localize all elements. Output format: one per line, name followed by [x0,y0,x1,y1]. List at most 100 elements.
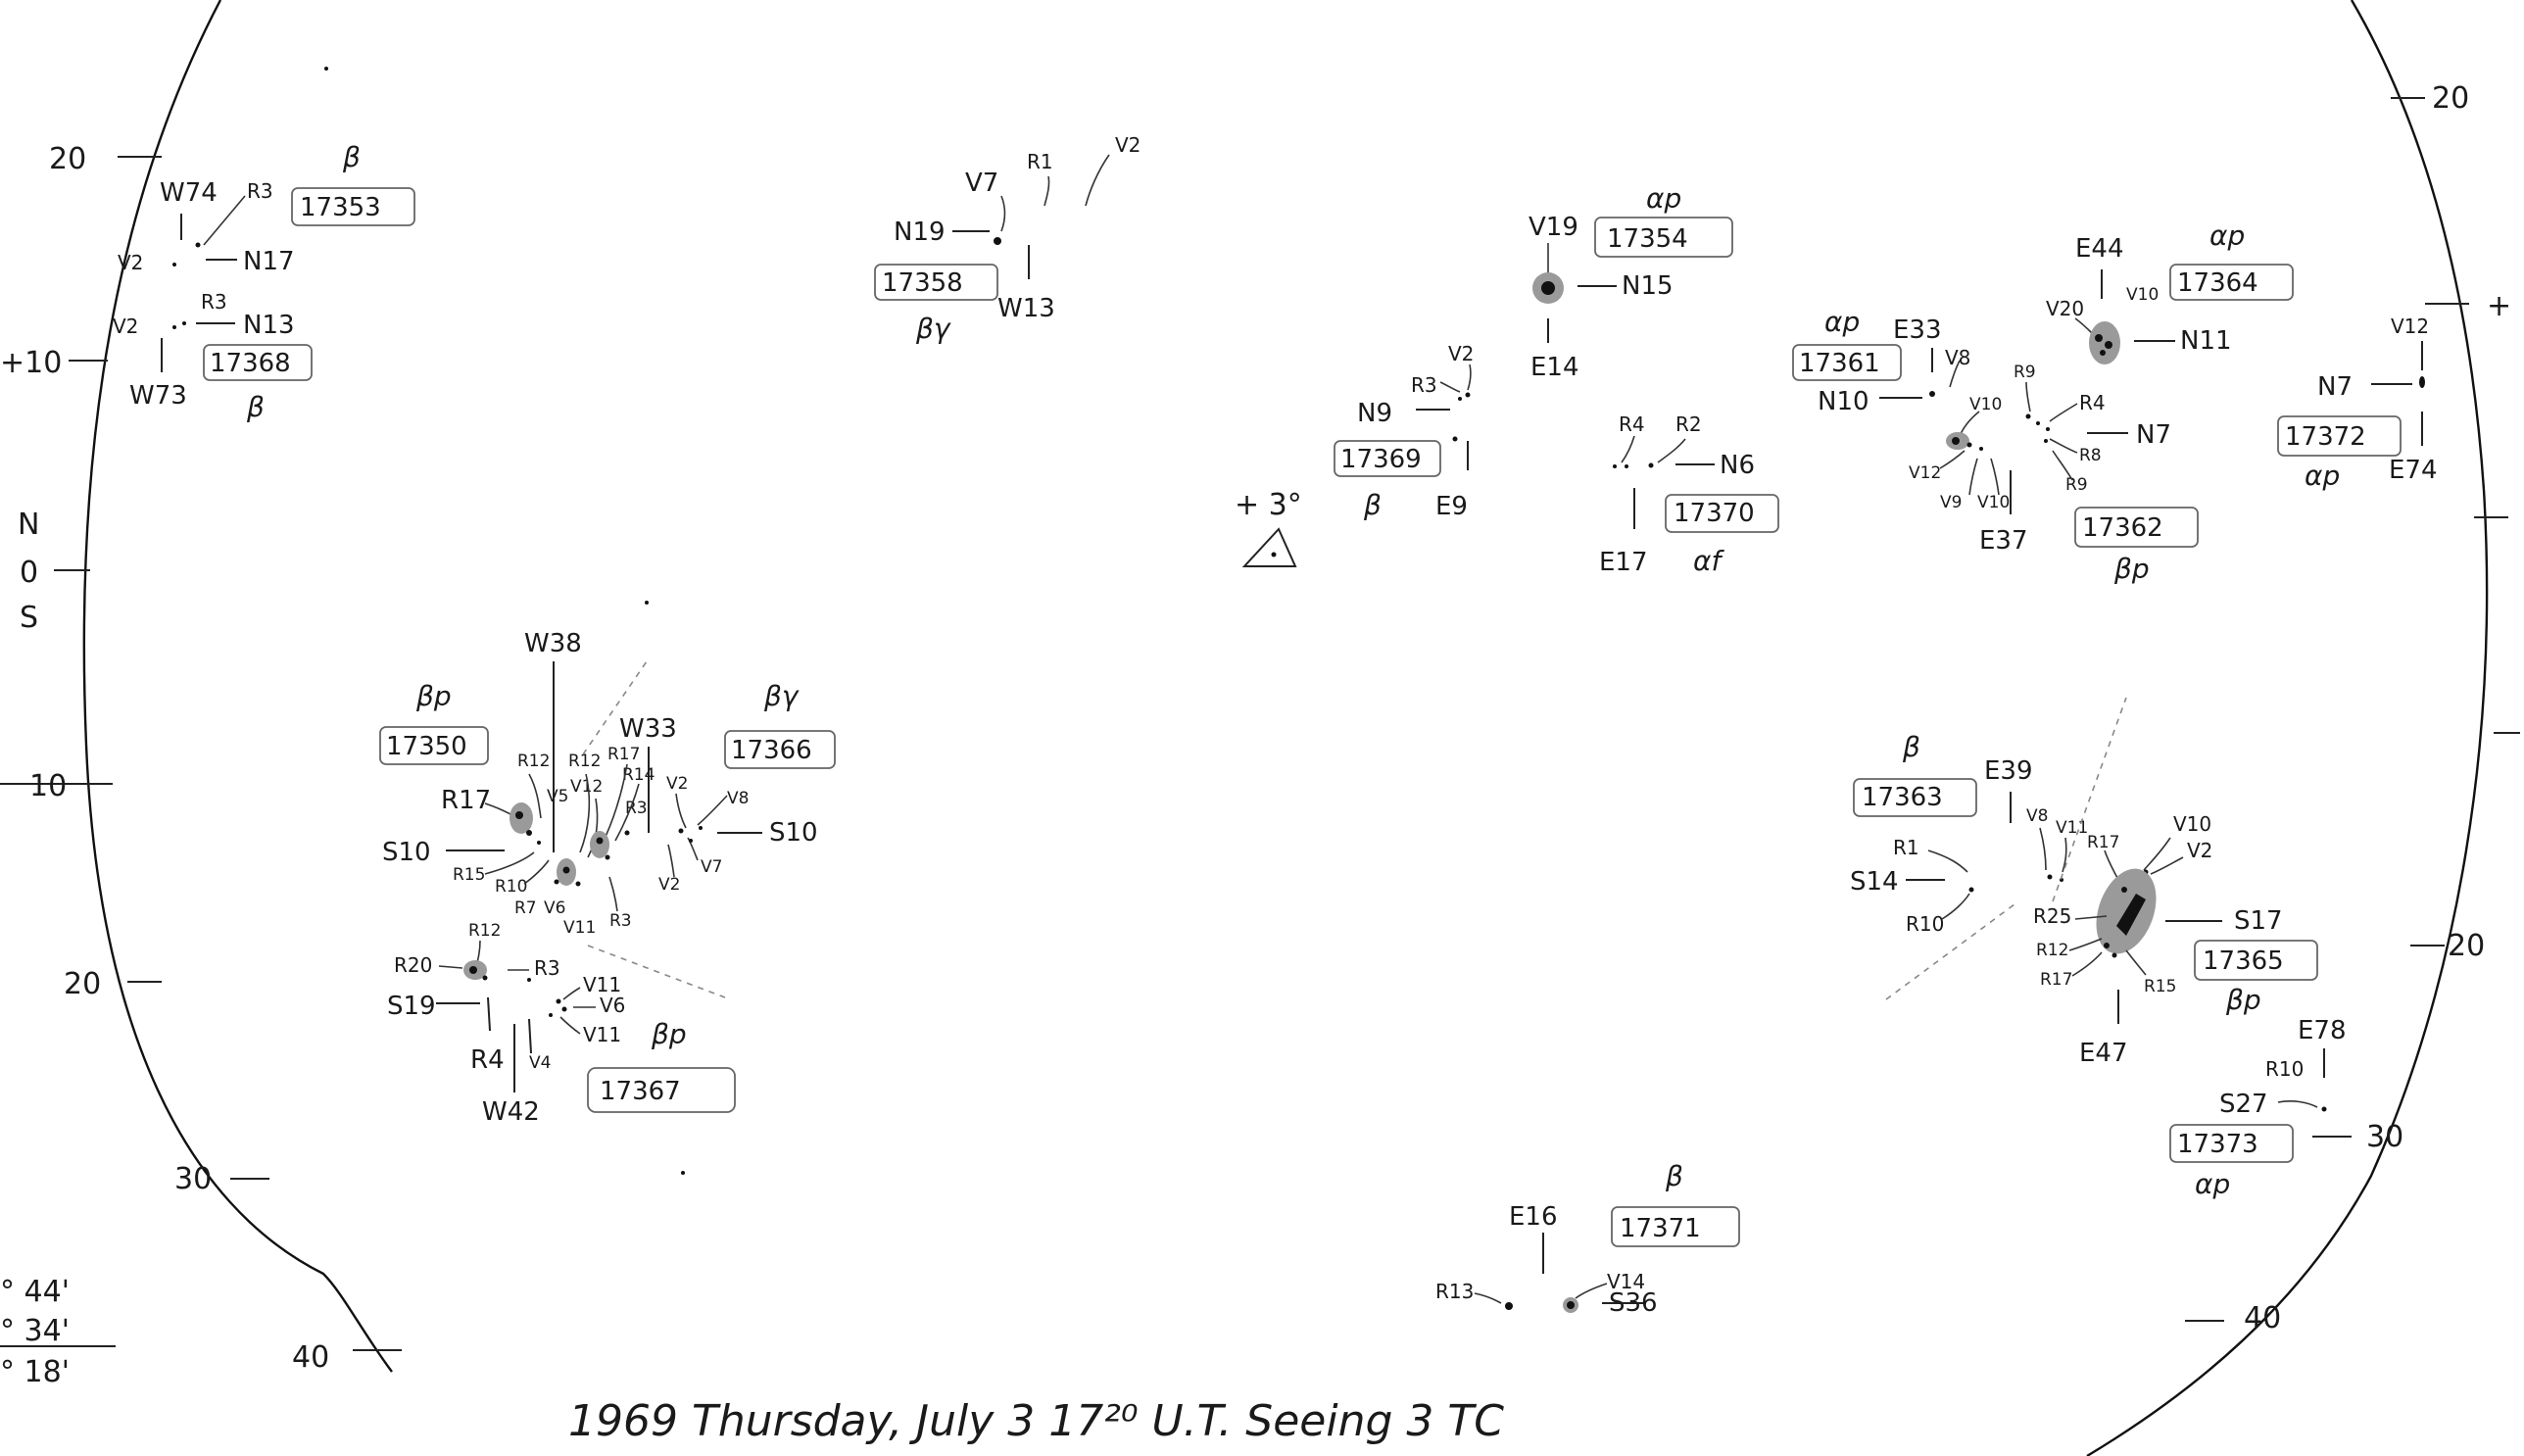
label-w38: W38 [524,629,582,658]
class-17365: βp [2225,984,2261,1016]
label-r15: R15 [453,865,485,885]
region-17353: β 17353 W74 R3 V2 N17 [118,141,415,276]
label-e39: E39 [1984,756,2033,786]
label-r3: R3 [247,179,273,203]
label-r15: R15 [2144,977,2176,996]
label-v10-17362: V10 [1969,395,2002,414]
label-r17b-17365: R17 [2040,970,2072,990]
label-r12-17365: R12 [2036,941,2068,960]
label-n19: N19 [894,218,946,247]
class-17373: αp [2195,1168,2230,1200]
left-scale-20-top: 20 [49,142,86,176]
footer-caption: 1969 Thursday, July 3 17²⁰ U.T. Seeing 3… [568,1396,1504,1446]
solar-limb-left [82,0,393,1373]
label-r3-17367: R3 [534,956,560,980]
label-s27: S27 [2219,1090,2268,1119]
label-s17: S17 [2234,906,2283,936]
label-r2: R2 [1675,413,1702,436]
label-e17: E17 [1599,548,1648,577]
class-17364: αp [2209,219,2245,252]
label-r13: R13 [1435,1280,1474,1303]
label-v2b-17366: V2 [658,875,680,895]
class-17362: βp [2113,553,2150,585]
label-n7-17362: N7 [2136,420,2171,450]
label-e47: E47 [2079,1039,2128,1068]
label-v6: V6 [544,898,565,918]
label-r4-17367: R4 [470,1045,505,1075]
label-v12-17372: V12 [2391,315,2429,338]
number-17365: 17365 [2203,946,2284,976]
number-17362: 17362 [2082,513,2163,543]
label-r1-17363: R1 [1893,836,1919,859]
label-r9b: R9 [2065,475,2088,495]
region-17364: E44 αp 17364 V20 V10 N11 [2046,219,2294,364]
right-scale-20: 20 [2448,929,2485,963]
label-r10-17363: R10 [1906,912,1944,936]
class-17369: β [1363,489,1382,521]
region-17363: β 17363 E39 V8 V11 R1 S14 R10 [1850,697,2127,1000]
label-r14: R14 [622,765,655,785]
class-17370: αf [1693,545,1724,577]
label-e74: E74 [2389,456,2438,485]
label-n9: N9 [1357,399,1392,428]
left-scale: 20 +10 N 0 S 10 20 30 40 [0,142,402,1375]
region-17372: V12 N7 17372 αp E74 [2277,315,2438,492]
left-scale-10: 10 [29,769,67,803]
label-e14: E14 [1530,353,1579,382]
left-scale-40: 40 [292,1340,329,1375]
label-v6-17367: V6 [600,994,625,1017]
number-17369: 17369 [1340,445,1422,474]
label-s14: S14 [1850,867,1899,897]
label-n10: N10 [1818,387,1869,416]
label-v7: V7 [965,169,998,198]
right-scale-plus: + [2487,289,2511,323]
label-v8-17363: V8 [2026,806,2048,826]
label-v2: V2 [118,251,143,274]
left-scale-20: 20 [64,967,101,1001]
ns-s: S [20,601,38,635]
class-17367: βp [651,1018,687,1050]
label-r3-17369: R3 [1411,373,1437,397]
corner-value-1: ° 44' [0,1275,70,1309]
label-r3b-17366: R3 [609,911,632,931]
class-17353: β [342,141,361,173]
region-17370: R4 R2 N6 E17 17370 αf [1599,413,1779,577]
label-e44: E44 [2075,234,2124,264]
label-v12-17362: V12 [1909,463,1941,483]
number-17361: 17361 [1799,349,1880,378]
number-17372: 17372 [2285,422,2366,452]
right-scale-40: 40 [2244,1301,2281,1335]
number-17373: 17373 [2177,1130,2258,1159]
label-v19: V19 [1529,213,1578,242]
right-scale-30: 30 [2366,1120,2403,1154]
label-r17-17365: R17 [2087,833,2119,852]
label-r4: R4 [1619,413,1645,436]
label-v20: V20 [2046,297,2084,320]
solar-limb-right [2086,0,2489,1456]
right-scale: 20 + 20 40 [2185,81,2520,1335]
label-v9: V9 [1940,493,1962,512]
left-scale-plus10: +10 [0,346,62,380]
label-e16: E16 [1509,1202,1558,1232]
label-e78: E78 [2298,1016,2347,1045]
class-17366: βγ [763,680,800,712]
class-17368: β [246,391,265,423]
label-v11b: V11 [583,1023,621,1046]
region-17368: V2 R3 N13 W73 17368 β [113,290,313,423]
number-17367: 17367 [600,1077,681,1106]
label-r20: R20 [394,953,432,977]
label-v12-17366: V12 [570,777,603,797]
corner-values: ° 44' ° 34' ° 18' [0,1275,116,1389]
label-v5: V5 [547,787,568,806]
label-r4-17362: R4 [2079,391,2106,414]
label-v10b: V10 [1977,493,2010,512]
corner-value-2: ° 34' [0,1314,70,1348]
label-e33: E33 [1893,315,1942,345]
region-17369: N9 R3 V2 17369 β E9 [1334,342,1474,521]
label-r25: R25 [2033,904,2071,928]
center-marker-label: + 3° [1235,488,1302,522]
ns-0: 0 [20,556,38,590]
number-17368: 17368 [210,349,291,378]
label-r12-17367: R12 [468,921,501,941]
